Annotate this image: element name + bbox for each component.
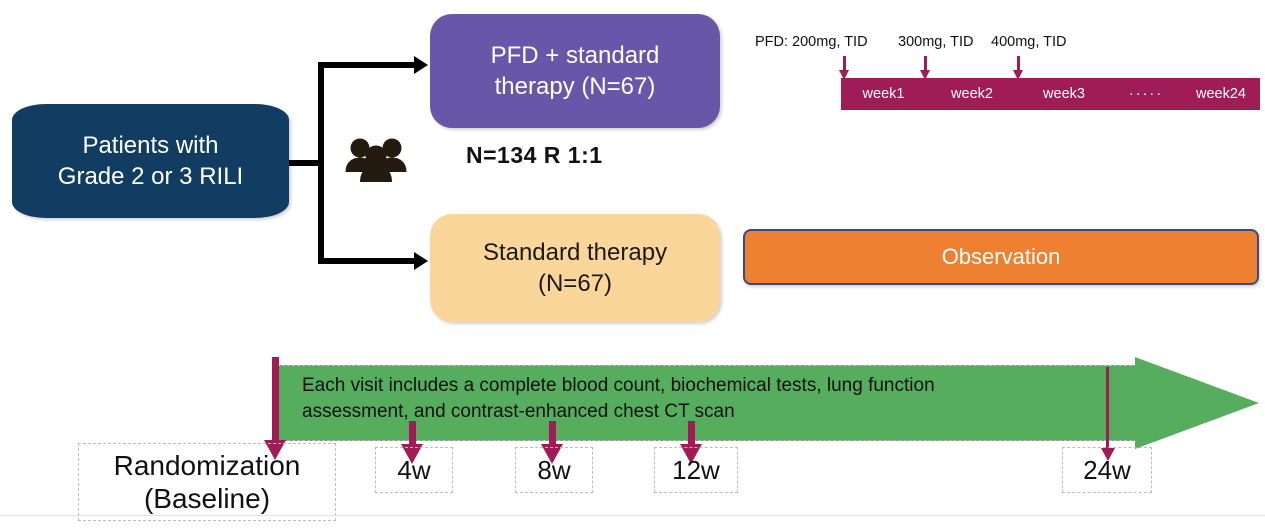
visit-arrow-head-w4: [401, 444, 423, 464]
people-group-icon: [343, 136, 409, 182]
week-label-1: week1: [862, 86, 905, 102]
dose-arrow-stem-400mg: [1017, 56, 1020, 72]
visit-box-w4: 4w: [375, 447, 453, 493]
dose-arrow-stem-200mg: [843, 56, 846, 72]
visit-baseline-line2: (Baseline): [143, 483, 271, 514]
patients-source-box: Patients with Grade 2 or 3 RILI: [12, 104, 289, 218]
week-label-2: week2: [951, 86, 993, 102]
visit-baseline-label: Randomization (Baseline): [114, 449, 301, 515]
visit-arrow-head-baseline: [264, 440, 286, 460]
visit-arrow-stem-w12: [688, 421, 695, 447]
week-ellipsis: ·····: [1128, 86, 1164, 102]
visit-schedule-arrow: Each visit includes a complete blood cou…: [277, 357, 1259, 449]
observation-bar: Observation: [743, 229, 1259, 285]
visit-w8-label: 8w: [537, 454, 571, 485]
bottom-divider: [0, 515, 1265, 516]
visit-arrow-stem-baseline: [272, 357, 279, 443]
dose-arrow-head-400mg: [1013, 70, 1023, 80]
visit-w12-label: 12w: [672, 454, 720, 485]
dose-arrow-head-200mg: [839, 70, 849, 80]
visit-arrow-stem-w8: [549, 421, 556, 447]
connector-bottom-branch: [318, 258, 416, 264]
randomization-ratio-label: N=134 R 1:1: [466, 142, 603, 168]
patients-line2: Grade 2 or 3 RILI: [57, 163, 244, 190]
visit-w24-label: 24w: [1083, 454, 1131, 485]
connector-vertical: [318, 62, 324, 264]
visit-arrow-stem-w24: [1106, 367, 1109, 451]
patients-line1: Patients with: [82, 132, 219, 159]
arm-standard-line1: Standard therapy: [482, 239, 668, 266]
arm-box-standard: Standard therapy (N=67): [430, 214, 720, 322]
week-label-24: week24: [1196, 86, 1246, 102]
connector-top-branch: [318, 62, 416, 68]
connector-stub: [289, 160, 322, 166]
arrowhead-to-standard-icon: [414, 252, 428, 270]
visit-box-baseline: Randomization (Baseline): [78, 443, 336, 521]
arm-pfd-line1: PFD + standard: [490, 42, 660, 69]
arm-pfd-label: PFD + standard therapy (N=67): [491, 40, 660, 102]
visit-arrow-head-w8: [541, 444, 563, 464]
dose-label-300mg: 300mg, TID: [898, 34, 974, 50]
dose-arrow-head-300mg: [920, 70, 930, 80]
dose-label-400mg: 400mg, TID: [991, 34, 1067, 50]
patients-source-label: Patients with Grade 2 or 3 RILI: [58, 130, 243, 192]
week-label-3: week3: [1043, 86, 1085, 102]
arm-standard-line2: (N=67): [537, 270, 613, 297]
dose-label-200mg: PFD: 200mg, TID: [755, 34, 868, 50]
dose-arrow-stem-300mg: [924, 56, 927, 72]
arm-pfd-line2: therapy (N=67): [494, 73, 656, 100]
visit-arrow-stem-w4: [409, 421, 416, 447]
arm-standard-label: Standard therapy (N=67): [483, 237, 667, 299]
visit-schedule-line1: Each visit includes a complete blood cou…: [302, 375, 935, 396]
arm-box-pfd: PFD + standard therapy (N=67): [430, 14, 720, 128]
visit-w4-label: 4w: [397, 454, 431, 485]
visit-schedule-line2: assessment, and contrast-enhanced chest …: [302, 401, 735, 422]
visit-arrow-head-w24: [1101, 448, 1115, 461]
visit-arrow-head-w12: [680, 444, 702, 464]
visit-box-w24: 24w: [1062, 447, 1152, 493]
visit-schedule-arrow-body: [277, 365, 1137, 441]
arrowhead-to-pfd-icon: [414, 56, 428, 74]
visit-schedule-text: Each visit includes a complete blood cou…: [302, 373, 1122, 425]
dosing-week-bar: week1 week2 week3 ····· week24: [841, 78, 1260, 110]
visit-schedule-arrow-head-icon: [1135, 357, 1259, 449]
visit-box-w12: 12w: [654, 447, 738, 493]
visit-box-w8: 8w: [515, 447, 593, 493]
visit-baseline-line1: Randomization: [113, 450, 301, 481]
observation-label: Observation: [941, 244, 1061, 269]
